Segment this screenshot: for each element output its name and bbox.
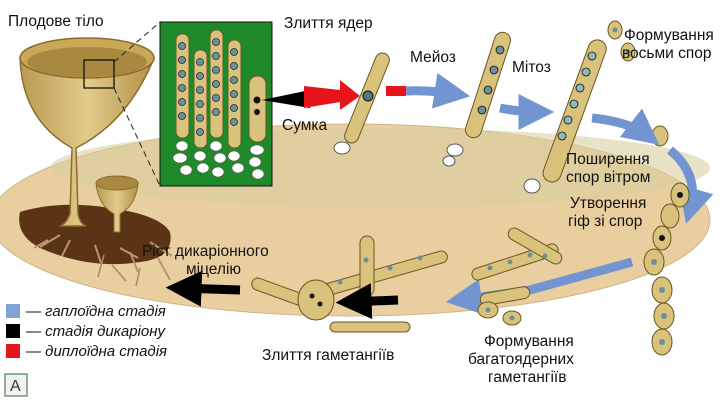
label-multinuc-2: багатоядерних (468, 351, 574, 368)
label-multinuc-1: Формування (484, 333, 574, 350)
label-mitosis: Мітоз (512, 59, 551, 76)
legend-dikaryon: — стадія дикаріону (25, 323, 166, 340)
watermark-logo: A (5, 374, 27, 396)
watermark-letter: A (10, 378, 21, 395)
label-wind-2: спор вітром (566, 169, 650, 186)
label-nuclear-fusion: Злиття ядер (284, 15, 373, 32)
legend-swatch-dikaryon (6, 324, 20, 338)
label-hyphae-2: гіф зі спор (568, 213, 642, 230)
label-gametangia-fusion: Злиття гаметангіїв (262, 347, 394, 364)
mitosis-arrow (500, 108, 540, 112)
label-ascus: Сумка (282, 117, 328, 134)
dikaryon-to-diploid-arrow (262, 80, 360, 110)
legend-haploid: — гаплоїдна стадія (25, 303, 166, 320)
dikaryon-arrow (350, 300, 398, 302)
label-wind-1: Поширення (566, 151, 650, 168)
label-hyphae-1: Утворення (570, 195, 646, 212)
mycelium-arrow (180, 288, 240, 290)
label-eight-spores-2: восьми спор (622, 45, 712, 62)
label-meiosis: Мейоз (410, 49, 456, 66)
label-eight-spores-1: Формування (624, 27, 714, 44)
label-dikaryon-1: Ріст дикаріонного (142, 243, 269, 260)
legend-diploid: — диплоїдна стадія (25, 343, 167, 360)
legend-swatch-diploid (6, 344, 20, 358)
ascus-inset (160, 22, 272, 186)
label-multinuc-3: гаметангіїв (488, 369, 566, 386)
legend-swatch-haploid (6, 304, 20, 318)
label-fruiting-body: Плодове тіло (8, 13, 104, 30)
meiosis-arrow (386, 86, 456, 96)
wind-arrow (592, 118, 648, 136)
legend: — гаплоїдна стадія — стадія дикаріону — … (6, 303, 167, 360)
label-dikaryon-2: міцелію (186, 261, 241, 278)
